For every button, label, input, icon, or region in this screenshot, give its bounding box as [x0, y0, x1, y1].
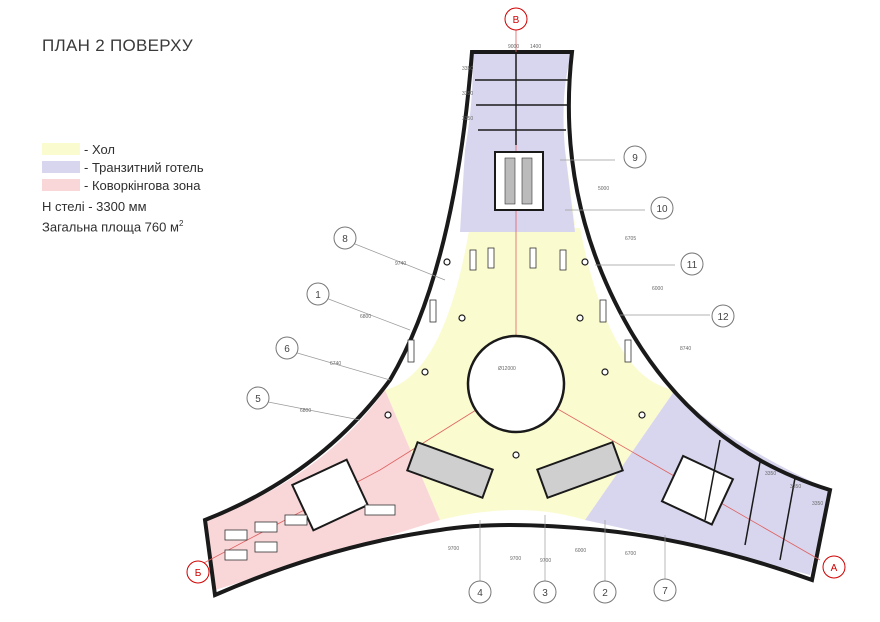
- columns: [384, 258, 646, 459]
- axis-marker-a: А: [822, 555, 846, 579]
- axis-marker-v: В: [504, 7, 528, 31]
- svg-text:6800: 6800: [300, 408, 311, 414]
- grid-lines: [257, 159, 710, 585]
- legend-label-hotel: - Транзитний готель: [84, 159, 204, 175]
- page-title: ПЛАН 2 ПОВЕРХУ: [42, 36, 193, 55]
- svg-text:3: 3: [542, 588, 548, 599]
- svg-text:11: 11: [687, 260, 698, 271]
- svg-text:6740: 6740: [330, 361, 341, 367]
- svg-text:9: 9: [632, 153, 638, 164]
- svg-text:4: 4: [477, 588, 483, 599]
- svg-text:6000: 6000: [652, 286, 663, 292]
- svg-text:1: 1: [315, 290, 321, 301]
- stair-core-southeast: [660, 454, 735, 526]
- svg-text:3350: 3350: [765, 471, 776, 477]
- legend-swatch-hall: [42, 143, 80, 155]
- svg-text:9700: 9700: [448, 546, 459, 552]
- axis-marker-7: 7: [653, 578, 677, 602]
- total-area-note: Загальна площа 760 м2: [42, 215, 204, 235]
- legend-item-hall: - Хол: [42, 140, 204, 158]
- axis-marker-11: 11: [680, 252, 704, 276]
- svg-text:5000: 5000: [598, 186, 609, 192]
- svg-text:6705: 6705: [625, 236, 636, 242]
- stair-core-north: [494, 151, 544, 211]
- svg-text:9700: 9700: [510, 556, 521, 562]
- svg-text:6: 6: [284, 344, 290, 355]
- svg-text:А: А: [831, 563, 838, 574]
- hotel-rooms-east: [704, 439, 796, 561]
- legend-label-coworking: - Коворкінгова зона: [84, 177, 201, 193]
- svg-text:3350: 3350: [812, 501, 823, 507]
- central-atrium: [466, 334, 566, 434]
- svg-text:В: В: [513, 15, 520, 26]
- axis-marker-3: 3: [533, 580, 557, 604]
- ceiling-height-note: Н стелі - 3300 мм: [42, 199, 147, 214]
- axis-marker-5: 5: [246, 386, 270, 410]
- svg-text:6800: 6800: [360, 314, 371, 320]
- svg-text:3350: 3350: [462, 66, 473, 72]
- hall-furniture: [407, 247, 632, 363]
- svg-text:5: 5: [255, 394, 261, 405]
- stair-core-east: [536, 440, 624, 500]
- svg-text:12: 12: [717, 312, 729, 323]
- total-area-text: Загальна площа 760 м: [42, 219, 179, 235]
- axis-marker-10: 10: [650, 196, 674, 220]
- svg-text:8: 8: [342, 234, 348, 245]
- axis-marker-9: 9: [623, 145, 647, 169]
- svg-text:3350: 3350: [462, 116, 473, 122]
- svg-text:8740: 8740: [680, 346, 691, 352]
- axis-marker-b: Б: [186, 560, 210, 584]
- svg-text:6000: 6000: [575, 548, 586, 554]
- legend-label-hall: - Хол: [84, 141, 115, 157]
- svg-text:2: 2: [602, 588, 608, 599]
- axis-marker-6: 6: [275, 336, 299, 360]
- axis-marker-2: 2: [593, 580, 617, 604]
- hotel-rooms-north: [475, 52, 570, 145]
- svg-text:Ø12000: Ø12000: [498, 366, 516, 372]
- stair-core-west: [406, 440, 494, 500]
- axis-marker-12: 12: [711, 304, 735, 328]
- svg-text:9700: 9700: [540, 558, 551, 564]
- svg-text:3350: 3350: [462, 91, 473, 97]
- hotel-zone-north: [460, 52, 575, 232]
- legend-item-hotel: - Транзитний готель: [42, 158, 204, 176]
- legend-swatch-hotel: [42, 161, 80, 173]
- svg-text:10: 10: [656, 204, 668, 215]
- coworking-tables: [224, 504, 396, 561]
- svg-text:1400: 1400: [530, 44, 541, 50]
- svg-text:6700: 6700: [625, 551, 636, 557]
- dimension-labels: 9000 1400 3350 3350 3350 5000 6705 6000 …: [300, 44, 823, 564]
- svg-text:3350: 3350: [790, 484, 801, 490]
- legend-item-coworking: - Коворкінгова зона: [42, 176, 204, 194]
- svg-text:9740: 9740: [395, 261, 406, 267]
- legend: - Хол - Транзитний готель - Коворкінгова…: [42, 140, 204, 235]
- svg-text:9000: 9000: [508, 44, 519, 50]
- legend-swatch-coworking: [42, 179, 80, 191]
- axis-marker-1: 1: [306, 282, 330, 306]
- axis-marker-4: 4: [468, 580, 492, 604]
- area-unit-sup: 2: [178, 219, 184, 228]
- axis-marker-8: 8: [333, 226, 357, 250]
- svg-text:7: 7: [662, 586, 668, 597]
- svg-text:Б: Б: [195, 568, 202, 579]
- stair-core-southwest: [290, 458, 370, 532]
